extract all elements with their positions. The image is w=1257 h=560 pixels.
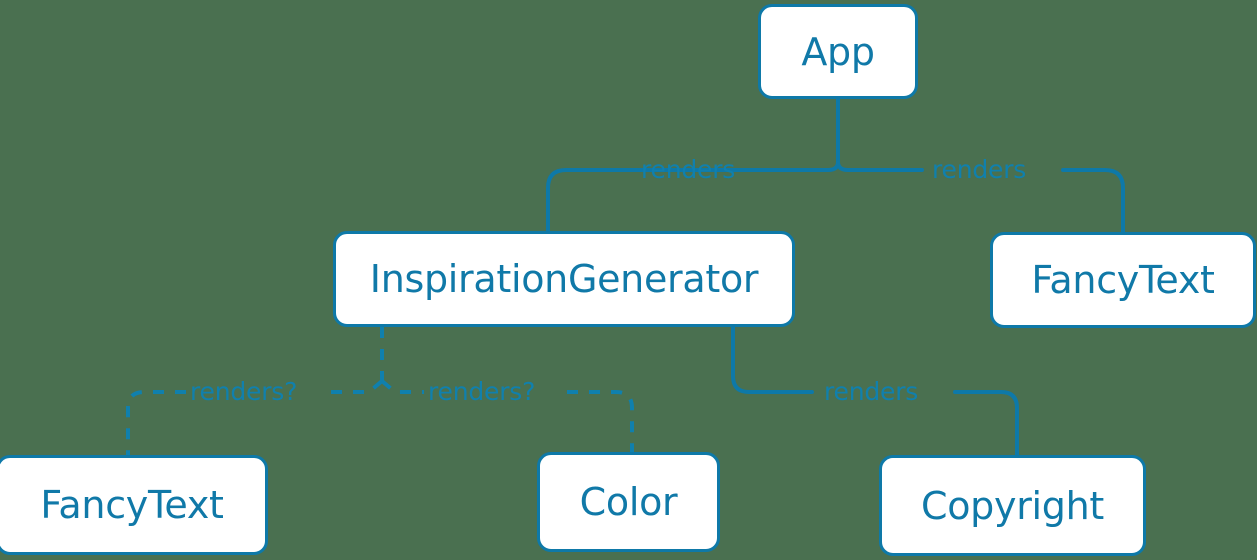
edge-inspiration-to-fancytext-dashed xyxy=(126,379,384,455)
node-color[interactable]: Color xyxy=(537,452,720,552)
node-fancytext-right[interactable]: FancyText xyxy=(990,232,1256,328)
edge-inspiration-to-color-dashed xyxy=(380,379,634,452)
edge-label-app-to-fancytext: renders xyxy=(932,155,1027,184)
edge-label-inspiration-to-color: renders? xyxy=(428,377,536,406)
node-fancytext-left[interactable]: FancyText xyxy=(0,455,268,555)
edge-inspiration-to-copyright xyxy=(731,325,1019,457)
edge-label-inspiration-to-fancytext: renders? xyxy=(190,377,298,406)
node-copyright[interactable]: Copyright xyxy=(879,455,1146,556)
edge-label-inspiration-to-copyright: renders xyxy=(824,377,919,406)
node-inspiration-generator[interactable]: InspirationGenerator xyxy=(333,231,795,327)
node-app[interactable]: App xyxy=(758,4,918,99)
edge-label-app-to-inspiration: renders xyxy=(641,155,736,184)
edge-app-to-fancytext xyxy=(836,160,1125,234)
